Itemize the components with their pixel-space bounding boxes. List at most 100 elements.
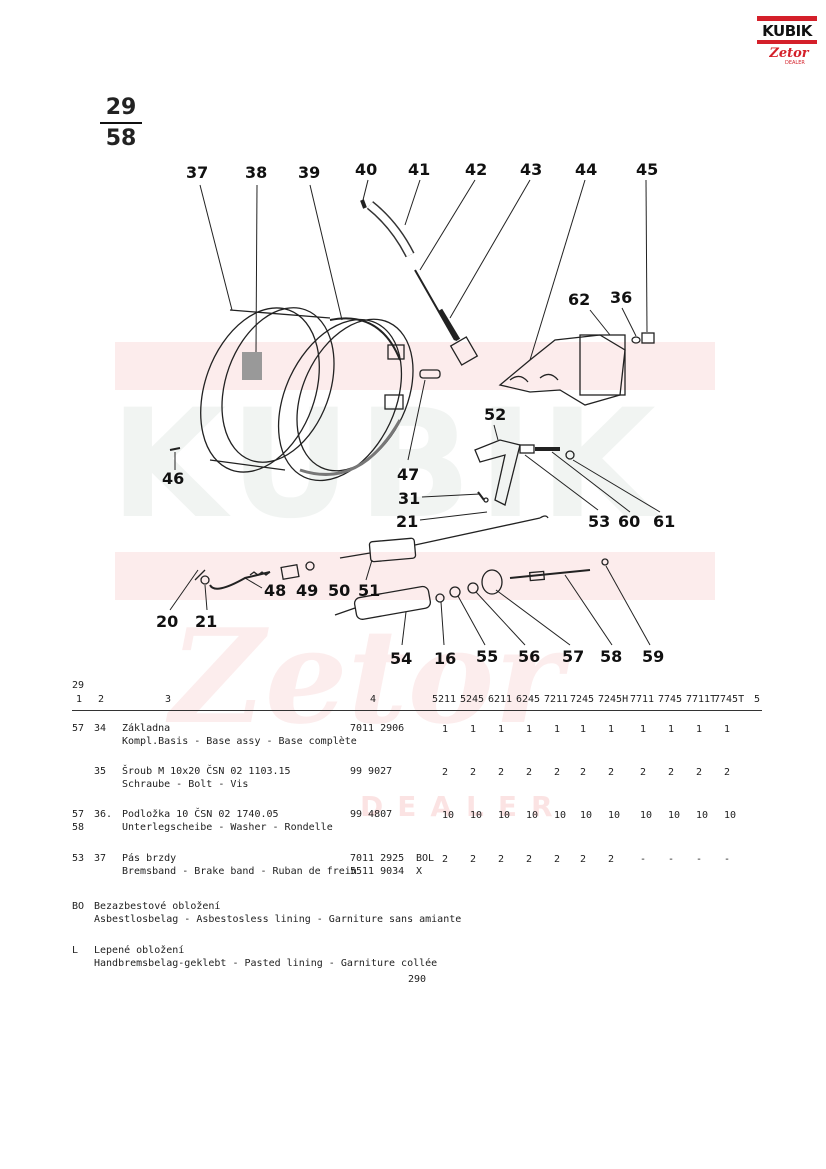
table-header-rule (72, 710, 762, 711)
callout-58: 58 (600, 647, 622, 666)
adjuster-rod (414, 269, 479, 366)
row-col1: 53 (72, 853, 85, 864)
callout-47: 47 (397, 465, 419, 484)
row-col1: 57 (72, 723, 85, 734)
callout-20: 20 (156, 612, 178, 631)
row-name: Pás brzdy (122, 853, 177, 864)
row-part-number: 99 9027 (350, 766, 393, 777)
note-l-line1: Lepené obložení (94, 945, 185, 956)
note-l-line2: Handbremsbelag-geklebt - Pasted lining -… (94, 958, 438, 969)
callout-38: 38 (245, 163, 267, 182)
callout-36: 36 (610, 288, 632, 307)
row-qty: 10 (608, 810, 621, 821)
long-rod-assembly (339, 515, 549, 563)
model-header-7745: 7745 (658, 694, 683, 705)
bolt-and-washer (631, 332, 655, 344)
callout-56: 56 (518, 647, 540, 666)
clevis-and-spring (194, 561, 315, 590)
row-qty: 10 (442, 810, 455, 821)
row-name: Základna (122, 723, 171, 734)
row-description: Schraube - Bolt - Vis (122, 779, 249, 790)
model-header-7745T: 7745T (714, 694, 745, 705)
pin (419, 369, 441, 379)
row-qty: - (640, 854, 647, 865)
row-col2: 34 (94, 723, 107, 734)
row-qty: - (724, 854, 731, 865)
row-qty: 10 (696, 810, 709, 821)
bracket (498, 334, 626, 406)
callout-43: 43 (520, 160, 542, 179)
logo-brand: KUBIK (762, 22, 812, 40)
model-header-5: 5 (754, 694, 761, 705)
row-qty: 2 (526, 767, 533, 778)
row-part-number: 7011 2925 (350, 853, 405, 864)
row-qty: 1 (608, 724, 615, 735)
callout-46: 46 (162, 469, 184, 488)
row-qty: 2 (498, 767, 505, 778)
row-part-number: 7011 2906 (350, 723, 405, 734)
row-col2: 35 (94, 766, 107, 777)
callout-45: 45 (636, 160, 658, 179)
row-qty: 1 (580, 724, 587, 735)
row-col1: 57 (72, 809, 85, 820)
row-qty: 2 (554, 767, 561, 778)
brake-band (277, 317, 414, 482)
row-qty: 10 (668, 810, 681, 821)
row-qty: 2 (608, 854, 615, 865)
hose-and-fitting (360, 199, 415, 258)
callout-numbers: 37 38 39 40 41 42 43 44 45 62 36 46 47 5… (156, 160, 675, 668)
exploded-parts-diagram: 37 38 39 40 41 42 43 44 45 62 36 46 47 5… (156, 160, 675, 668)
row-qty: 2 (470, 854, 477, 865)
logo-dealer: DEALER (785, 60, 805, 66)
row-qty: 2 (442, 767, 449, 778)
page-ref-top: 29 (105, 95, 137, 120)
row-qty: 2 (608, 767, 615, 778)
model-header-5211: 5211 (432, 694, 457, 705)
cylinder-assembly (334, 558, 609, 620)
model-header-7711: 7711 (630, 694, 655, 705)
row-qty: 2 (640, 767, 647, 778)
row-qty: 10 (724, 810, 737, 821)
callout-52: 52 (484, 405, 506, 424)
callout-40: 40 (355, 160, 377, 179)
callout-62: 62 (568, 290, 590, 309)
row-qty: 2 (442, 854, 449, 865)
table-group-number: 29 (72, 680, 85, 691)
row-part-number-alt: 5511 9034 (350, 866, 405, 877)
callout-60: 60 (618, 512, 640, 531)
row-qty: 1 (442, 724, 449, 735)
row-qty: 2 (724, 767, 731, 778)
callout-61: 61 (653, 512, 675, 531)
row-qty: - (668, 854, 675, 865)
row-qty: - (696, 854, 703, 865)
row-qty: 1 (498, 724, 505, 735)
callout-21: 21 (396, 512, 418, 531)
row-qty: 10 (640, 810, 653, 821)
pin-31-and-clip-21 (477, 491, 489, 503)
row-description: Unterlegscheibe - Washer - Rondelle (122, 822, 333, 833)
callout-39: 39 (298, 163, 320, 182)
model-header-7211: 7211 (544, 694, 569, 705)
row-qty: 1 (640, 724, 647, 735)
row-qty: 1 (554, 724, 561, 735)
logo-sub: Zetor (769, 46, 809, 61)
callout-59: 59 (642, 647, 664, 666)
row-col2: 37 (94, 853, 107, 864)
row-qty: 2 (470, 767, 477, 778)
row-col1-second: 58 (72, 822, 85, 833)
callout-54: 54 (390, 649, 412, 668)
note-bo-line2: Asbestlosbelag - Asbestosless lining - G… (94, 914, 462, 925)
col-header-1: 1 (76, 694, 83, 705)
row-qty: 10 (580, 810, 593, 821)
col-header-4: 4 (370, 694, 377, 705)
callout-57: 57 (562, 647, 584, 666)
row-qty: 2 (554, 854, 561, 865)
model-header-7711T: 7711T (686, 694, 717, 705)
row-qty: 10 (554, 810, 567, 821)
row-qty: 2 (580, 854, 587, 865)
callout-55: 55 (476, 647, 498, 666)
row-col2: 36. (94, 809, 113, 820)
row-part-number: 99 4807 (350, 809, 393, 820)
row-description: Kompl.Basis - Base assy - Base complète (122, 736, 357, 747)
row-name: Podložka 10 ČSN 02 1740.05 (122, 809, 279, 820)
